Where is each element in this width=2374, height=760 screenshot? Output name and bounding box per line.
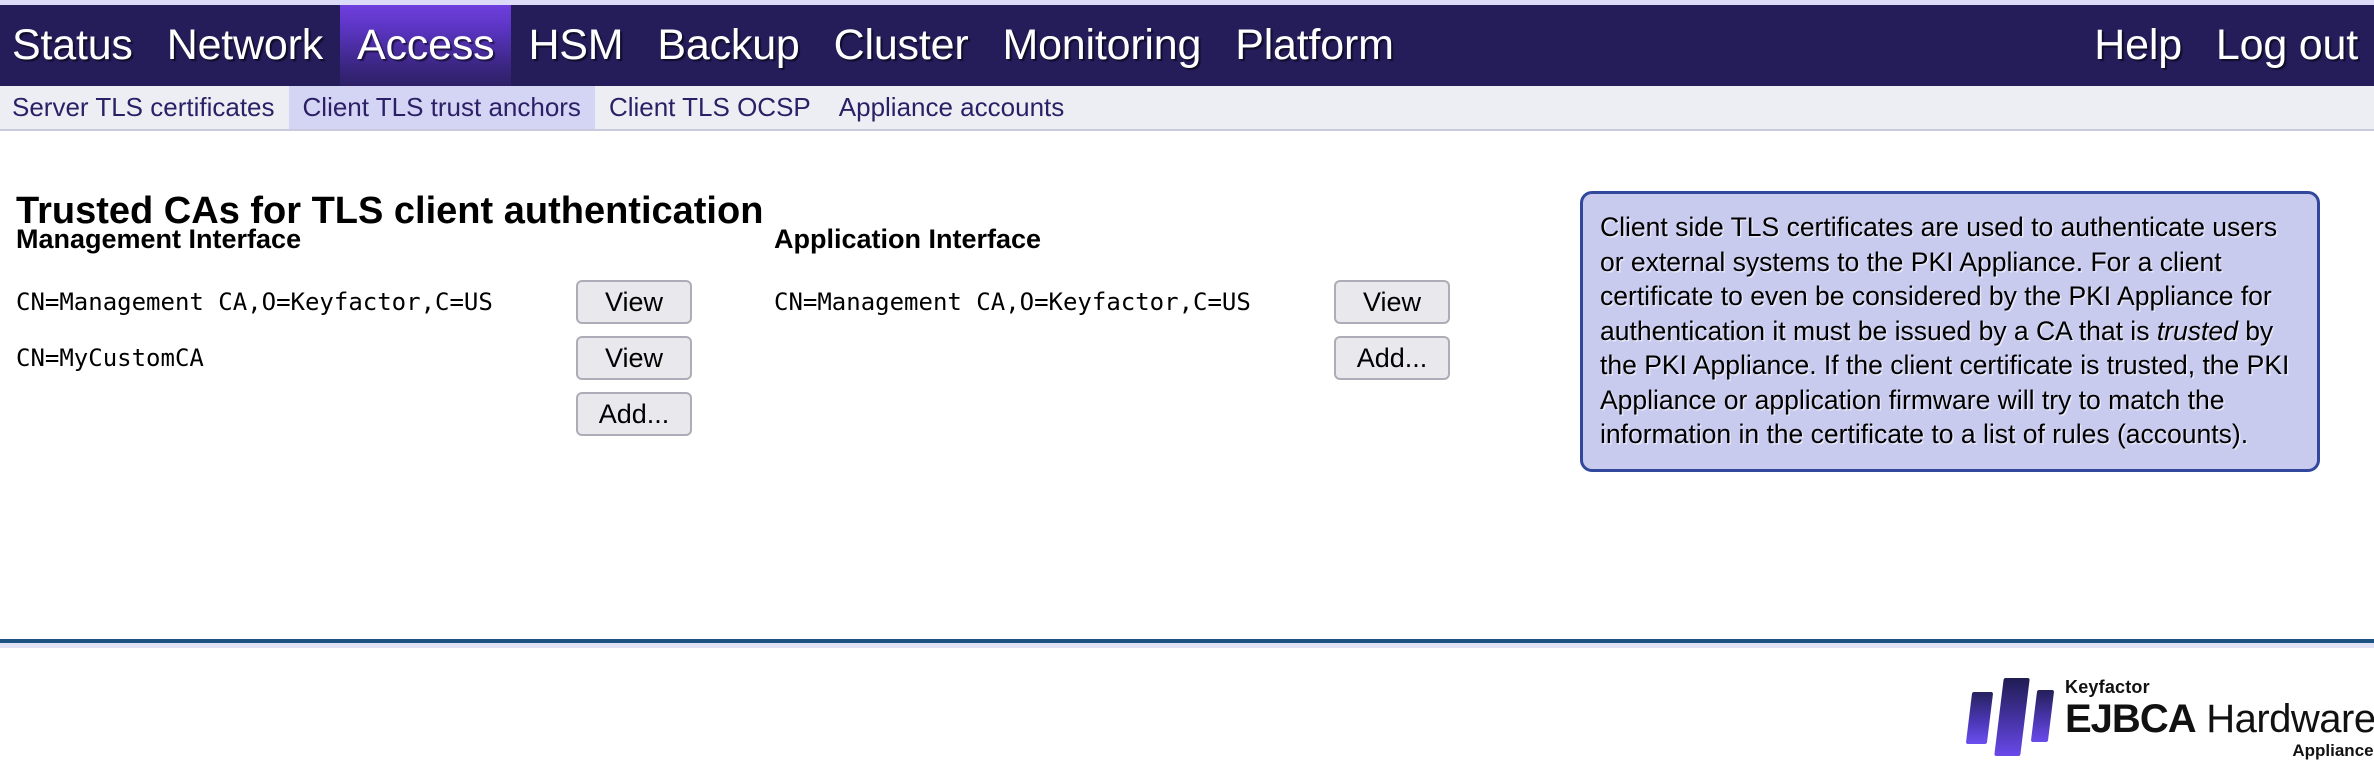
nav-spacer [1411, 5, 2078, 86]
info-panel-emphasis: trusted [2156, 315, 2238, 346]
view-button[interactable]: View [576, 336, 692, 380]
logo-bar-center [1994, 678, 2030, 756]
sub-navigation: Server TLS certificates Client TLS trust… [0, 86, 2374, 131]
nav-item-hsm[interactable]: HSM [528, 21, 624, 69]
page-title: Trusted CAs for TLS client authenticatio… [16, 190, 764, 233]
keyfactor-bars-icon [1965, 676, 2065, 758]
add-button[interactable]: Add... [576, 392, 692, 436]
management-add-actions: Add... [576, 392, 696, 436]
nav-item-cluster[interactable]: Cluster [833, 21, 969, 69]
ca-distinguished-name: CN=Management CA,O=Keyfactor,C=US [774, 288, 1251, 316]
tab-client-tls-ocsp[interactable]: Client TLS OCSP [608, 92, 811, 122]
logo-brand: Keyfactor [2065, 677, 2150, 697]
nav-item-log-out[interactable]: Log out [2215, 21, 2358, 69]
table-row: CN=Management CA,O=Keyfactor,C=US View [768, 274, 1508, 330]
tab-server-tls-certificates[interactable]: Server TLS certificates [12, 92, 275, 122]
application-interface-section: Application Interface CN=Management CA,O… [768, 226, 1508, 386]
main-navigation: Status Network Access HSM Backup Cluster… [0, 5, 2374, 86]
nav-item-network[interactable]: Network [166, 21, 324, 69]
management-interface-section: Management Interface CN=Management CA,O=… [16, 226, 756, 442]
table-row: CN=Management CA,O=Keyfactor,C=US View [16, 274, 756, 330]
main-nav-items: Status Network Access HSM Backup Cluster… [0, 5, 1411, 86]
management-interface-add-row: Add... [16, 386, 756, 442]
logo-product: EJBCA [2065, 697, 2197, 741]
view-button[interactable]: View [1334, 280, 1450, 324]
application-interface-add-row: Add... [768, 330, 1508, 386]
ejbca-hardware-appliance-logo: Keyfactor EJBCA Hardware Appliance [1965, 676, 2374, 759]
view-button[interactable]: View [576, 280, 692, 324]
application-add-actions: Add... [1334, 336, 1454, 380]
logo-bar-left [1965, 692, 1994, 744]
logo-product-suffix: Hardware [2195, 697, 2374, 741]
application-row-0-actions: View [1334, 280, 1454, 324]
logo-wordmark: Keyfactor EJBCA Hardware Appliance [2065, 676, 2374, 759]
nav-item-backup[interactable]: Backup [657, 21, 800, 69]
management-row-0-actions: View [576, 280, 696, 324]
nav-item-platform[interactable]: Platform [1235, 21, 1394, 69]
management-interface-ca-list: CN=Management CA,O=Keyfactor,C=US View C… [16, 274, 756, 442]
footer-rule [0, 639, 2374, 643]
management-row-1-actions: View [576, 336, 696, 380]
info-panel-text-part2: by the PKI Appliance. If the client cert… [1600, 315, 2290, 450]
tab-client-tls-trust-anchors[interactable]: Client TLS trust anchors [288, 86, 595, 129]
top-hairline [0, 0, 2374, 5]
info-panel-text-part1: Client side TLS certificates are used to… [1600, 212, 2278, 346]
tab-appliance-accounts[interactable]: Appliance accounts [838, 92, 1065, 122]
application-interface-ca-list: CN=Management CA,O=Keyfactor,C=US View A… [768, 274, 1508, 386]
nav-item-status[interactable]: Status [12, 21, 133, 69]
content-area: Trusted CAs for TLS client authenticatio… [0, 131, 2374, 759]
table-row: CN=MyCustomCA View [16, 330, 756, 386]
logo-bar-right [2030, 690, 2055, 742]
logo-product-line: EJBCA Hardware [2065, 699, 2374, 739]
ca-distinguished-name: CN=Management CA,O=Keyfactor,C=US [16, 288, 493, 316]
application-interface-heading: Application Interface [774, 224, 1042, 254]
logo-edition: Appliance [2292, 741, 2374, 760]
management-interface-heading: Management Interface [16, 224, 302, 254]
nav-item-monitoring[interactable]: Monitoring [1002, 21, 1202, 69]
add-button[interactable]: Add... [1334, 336, 1450, 380]
footer-strip [0, 643, 2374, 648]
ca-distinguished-name: CN=MyCustomCA [16, 344, 204, 372]
nav-item-access[interactable]: Access [340, 5, 512, 86]
main-nav-right-items: Help Log out [2077, 5, 2374, 86]
nav-item-help[interactable]: Help [2094, 21, 2182, 69]
info-panel: Client side TLS certificates are used to… [1580, 191, 2320, 473]
